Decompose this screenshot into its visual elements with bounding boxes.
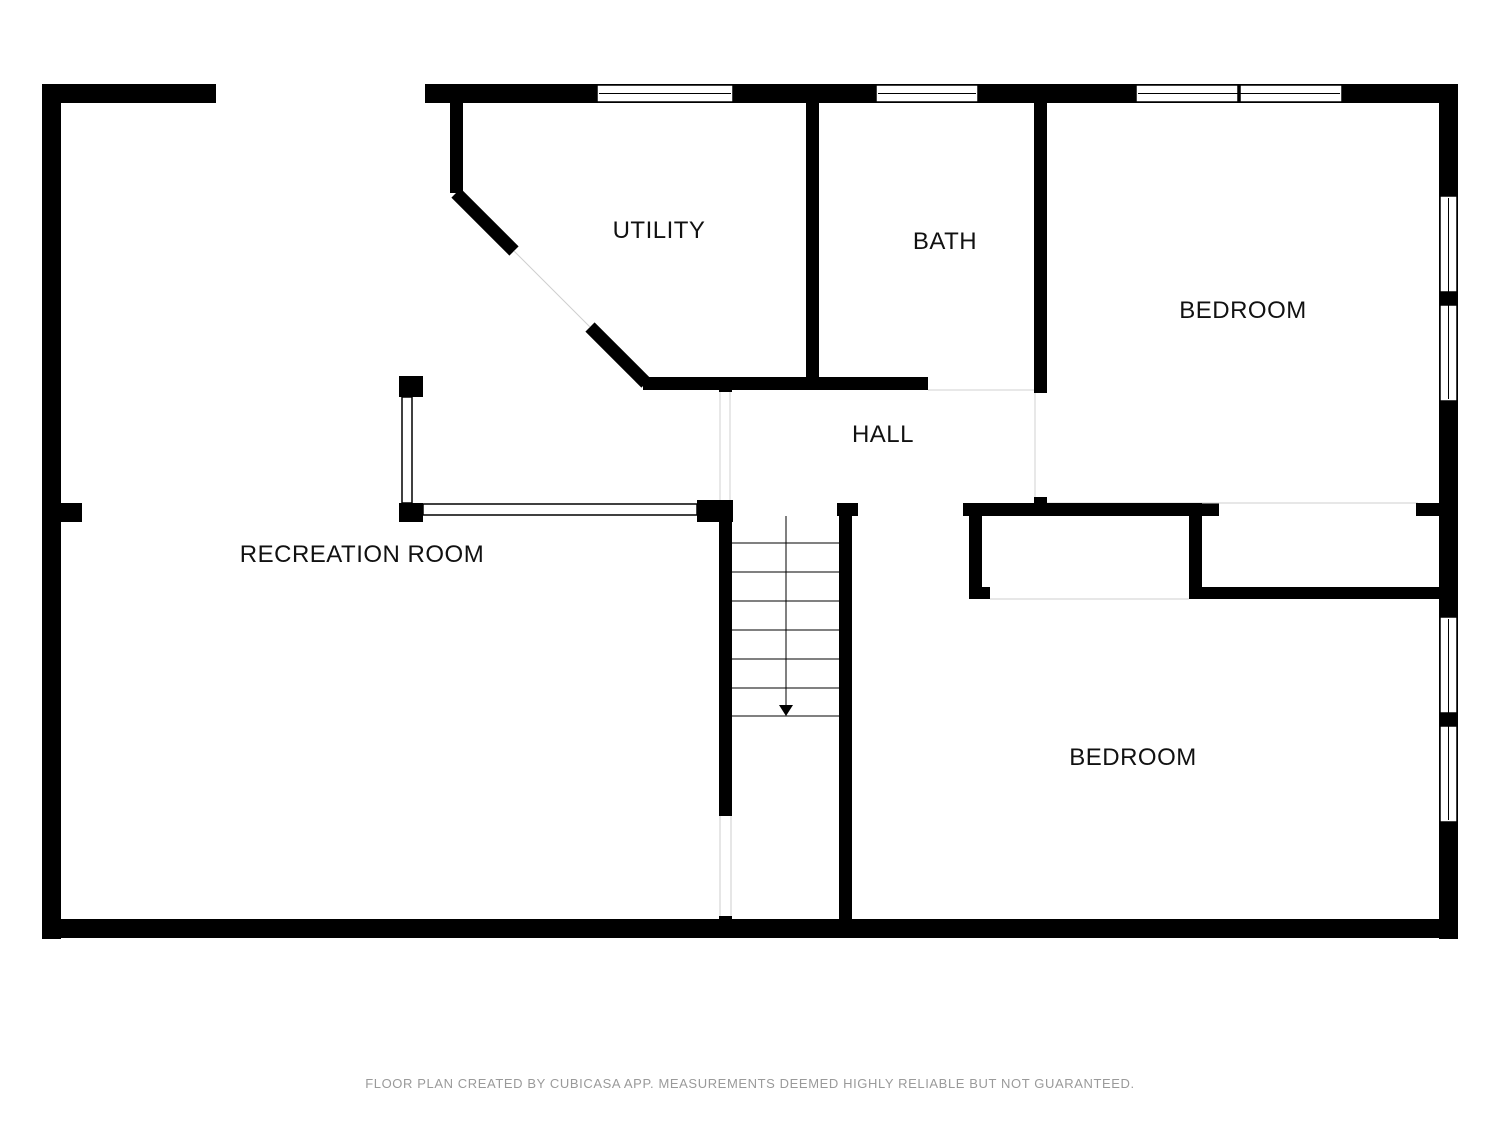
utility-diagonal-wall-lower	[585, 322, 651, 388]
room-label-bath: BATH	[913, 228, 977, 255]
footer-disclaimer: FLOOR PLAN CREATED BY CUBICASA APP. MEAS…	[365, 1076, 1135, 1091]
room-label-recreation-room: RECREATION ROOM	[240, 541, 484, 568]
wall-left	[42, 84, 61, 939]
room-label-utility: UTILITY	[613, 217, 706, 244]
room-label-hall: HALL	[852, 421, 914, 448]
stair-walls	[719, 503, 858, 938]
stair-opening	[719, 816, 732, 916]
utility-bath-partition	[806, 103, 819, 386]
down-arrow-icon	[779, 705, 793, 716]
wall-left-stub	[61, 503, 82, 522]
room-label-bedroom-lower: BEDROOM	[1069, 744, 1197, 771]
wall-top-left	[42, 84, 216, 103]
closet-walls	[963, 497, 1458, 599]
wall-bottom	[42, 919, 1458, 938]
recreation-partition	[399, 376, 733, 522]
utility-diagonal-wall-upper	[451, 188, 519, 256]
utility-door-opening	[513, 250, 591, 328]
utility-walls	[450, 103, 928, 390]
room-label-bedroom-upper: BEDROOM	[1179, 297, 1307, 324]
stairs	[732, 516, 839, 717]
exterior-walls	[42, 84, 1458, 939]
windows	[596, 84, 1458, 823]
hall-outline	[719, 389, 1418, 504]
bath-walls	[1034, 103, 1047, 393]
closet-openings	[990, 502, 1416, 600]
recreation-glass	[401, 396, 698, 516]
